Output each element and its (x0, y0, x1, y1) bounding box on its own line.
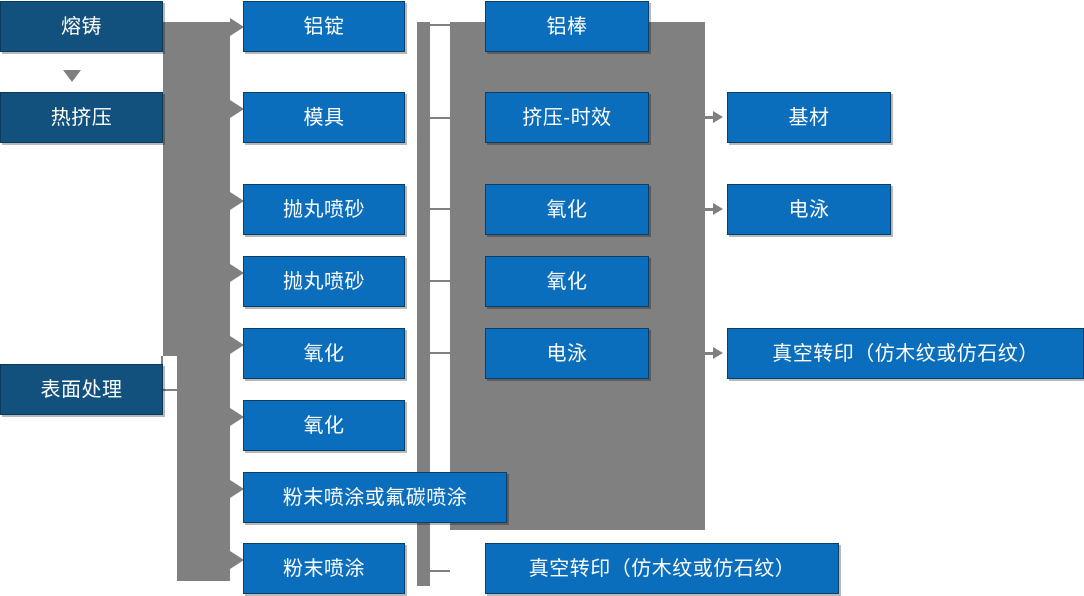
tie-result-1 (430, 24, 450, 26)
result-node-label: 电泳 (546, 342, 588, 365)
process-node-label: 氧化 (303, 342, 345, 365)
process-node-powder-coating[interactable]: 粉末喷涂 (243, 543, 405, 594)
stage-node-hot-extrusion[interactable]: 热挤压 (0, 92, 163, 143)
result-node-oxidation-2[interactable]: 氧化 (485, 256, 649, 307)
output-node-electrophoresis[interactable]: 电泳 (727, 184, 891, 235)
arrowhead-output-2 (713, 203, 723, 215)
tie-result-6 (430, 570, 450, 572)
result-node-electrophoresis[interactable]: 电泳 (485, 328, 649, 379)
tie-result-3 (430, 208, 450, 210)
result-node-label: 氧化 (546, 270, 588, 293)
arrowhead-process-5 (230, 336, 244, 354)
arrowhead-process-4 (230, 264, 244, 282)
stage-node-label: 熔铸 (61, 15, 102, 38)
process-node-label: 抛丸喷砂 (283, 270, 365, 293)
process-node-oxidation-2[interactable]: 氧化 (243, 400, 405, 451)
arrowhead-process-2 (230, 100, 244, 118)
arrow-tail-output-2 (705, 208, 715, 211)
gray-trunk-stage (163, 22, 230, 356)
process-node-shot-blasting-2[interactable]: 抛丸喷砂 (243, 256, 405, 307)
result-node-aluminum-bar[interactable]: 铝棒 (485, 1, 649, 52)
process-node-aluminum-ingot[interactable]: 铝锭 (243, 1, 405, 52)
output-node-vacuum-transfer-printing[interactable]: 真空转印（仿木纹或仿石纹） (727, 328, 1084, 379)
result-node-vacuum-transfer-printing[interactable]: 真空转印（仿木纹或仿石纹） (485, 543, 839, 594)
stage-node-melting-casting[interactable]: 熔铸 (0, 1, 163, 52)
output-node-base-material[interactable]: 基材 (727, 92, 891, 143)
arrow-tail-output-3 (705, 352, 715, 355)
output-node-label: 真空转印（仿木纹或仿石纹） (772, 342, 1039, 365)
result-node-label: 铝棒 (546, 15, 588, 38)
process-node-label: 模具 (303, 106, 345, 129)
process-node-label: 铝锭 (303, 15, 345, 38)
stage-node-label: 热挤压 (50, 106, 113, 129)
arrow-down-melt-to-extrude (63, 70, 81, 82)
result-node-oxidation-1[interactable]: 氧化 (485, 184, 649, 235)
gray-bar-process-side (417, 22, 430, 586)
arrow-tail-output-1 (705, 116, 715, 119)
process-node-mold[interactable]: 模具 (243, 92, 405, 143)
process-node-powder-or-fluorocarbon-coating[interactable]: 粉末喷涂或氟碳喷涂 (243, 472, 507, 523)
tie-result-4 (430, 280, 450, 282)
result-node-extrusion-aging[interactable]: 挤压-时效 (485, 92, 649, 143)
process-node-label: 氧化 (303, 414, 345, 437)
process-node-shot-blasting-1[interactable]: 抛丸喷砂 (243, 184, 405, 235)
arrowhead-process-8 (230, 551, 244, 569)
output-node-label: 电泳 (788, 198, 830, 221)
process-node-label: 抛丸喷砂 (283, 198, 365, 221)
gray-trunk-stage-lower (177, 356, 230, 581)
process-node-oxidation-1[interactable]: 氧化 (243, 328, 405, 379)
stage-node-label: 表面处理 (40, 378, 123, 401)
arrowhead-process-7 (230, 480, 244, 498)
tie-result-2 (430, 117, 450, 119)
arrowhead-process-3 (230, 192, 244, 210)
result-node-label: 氧化 (546, 198, 588, 221)
result-node-label: 真空转印（仿木纹或仿石纹） (528, 557, 796, 580)
arrowhead-output-1 (713, 111, 723, 123)
process-node-label: 粉末喷涂 (283, 557, 365, 580)
process-node-label: 粉末喷涂或氟碳喷涂 (282, 486, 468, 509)
arrowhead-output-3 (713, 347, 723, 359)
output-node-label: 基材 (788, 106, 830, 129)
arrowhead-process-1 (230, 18, 244, 36)
tie-result-5 (430, 352, 450, 354)
stage-node-surface-treatment[interactable]: 表面处理 (0, 364, 163, 415)
arrowhead-process-6 (230, 408, 244, 426)
connector-surface-to-trunk (163, 389, 185, 391)
result-node-label: 挤压-时效 (522, 106, 612, 129)
